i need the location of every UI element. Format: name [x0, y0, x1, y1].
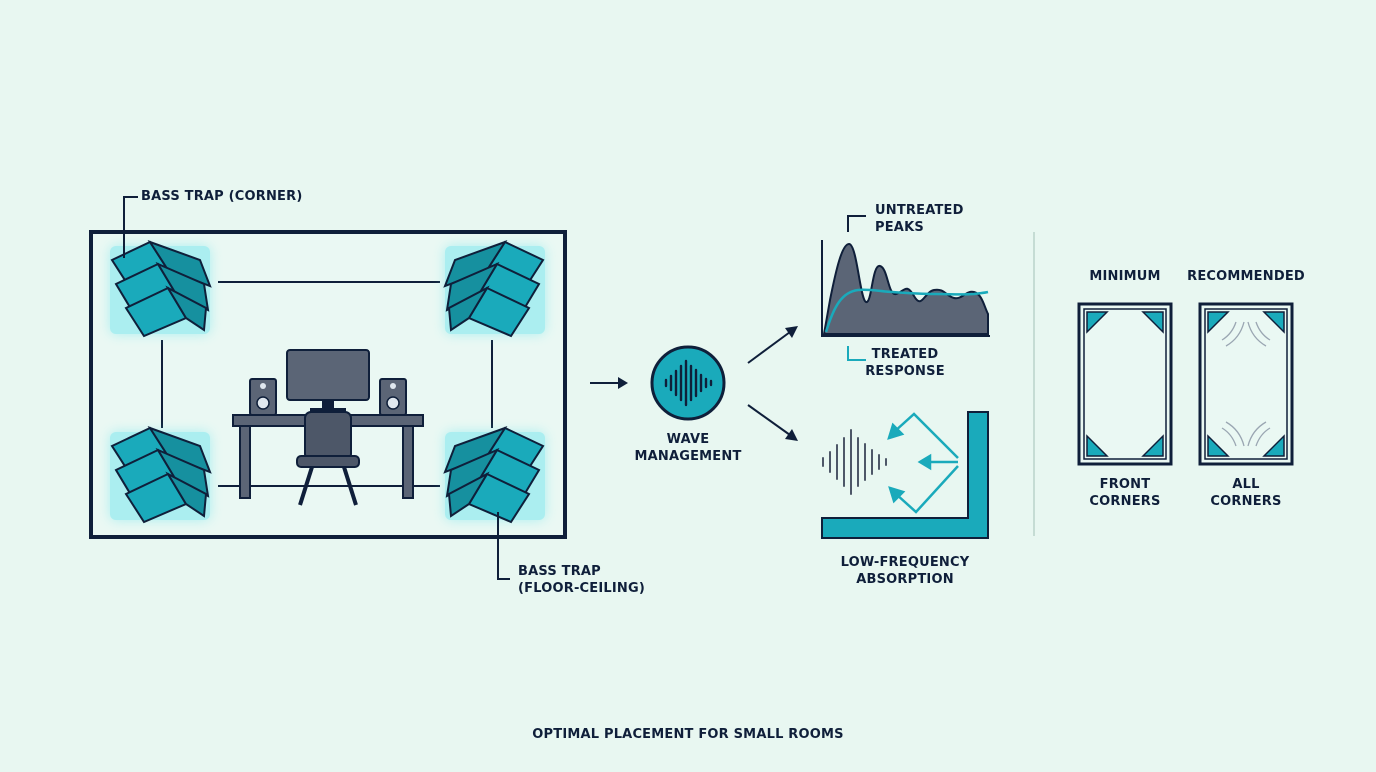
- chair-icon: [296, 411, 360, 506]
- label-bass-trap-floor: BASS TRAP (FLOOR-CEILING): [518, 563, 645, 597]
- label-all-line1: ALL: [1232, 477, 1260, 492]
- frequency-response-graph: [821, 215, 990, 361]
- label-front-line1: FRONT: [1099, 477, 1151, 492]
- label-all-line2: CORNERS: [1210, 494, 1282, 509]
- bass-trap-bottom-right-icon: [445, 428, 545, 522]
- label-low-frequency-absorption: LOW-FREQUENCY ABSORPTION: [835, 554, 975, 588]
- leader-corner: [123, 196, 138, 258]
- label-untreated-peaks: UNTREATED PEAKS: [875, 202, 964, 236]
- incoming-wave-icon: [822, 429, 887, 495]
- label-front-line2: CORNERS: [1089, 494, 1161, 509]
- untreated-curve: [822, 242, 989, 335]
- label-treated-line2: RESPONSE: [865, 364, 945, 379]
- absorber-panel: [821, 411, 989, 539]
- recommended-room-icon: [1198, 302, 1294, 466]
- bass-trap-bottom-left-icon: [110, 428, 210, 522]
- bass-trap-top-right-icon: [445, 242, 545, 336]
- label-absorption-line2: ABSORPTION: [856, 572, 954, 587]
- label-bass-trap-floor-line1: BASS TRAP: [518, 564, 601, 579]
- leader-untreated: [847, 215, 866, 232]
- minimum-room-icon: [1077, 302, 1173, 466]
- label-front-corners: FRONT CORNERS: [1075, 476, 1175, 510]
- label-minimum: MINIMUM: [1089, 269, 1161, 284]
- label-all-corners: ALL CORNERS: [1196, 476, 1296, 510]
- label-bass-trap-floor-line2: (FLOOR-CEILING): [518, 581, 646, 596]
- label-treated-line1: TREATED: [871, 347, 939, 362]
- desk-icon: [232, 349, 424, 506]
- label-bass-trap-corner: BASS TRAP (CORNER): [141, 189, 303, 204]
- label-wave-line2: MANAGEMENT: [634, 449, 742, 464]
- absorption-diagram: [821, 411, 989, 539]
- sound-wave-icon: [650, 345, 726, 421]
- label-wave-line1: WAVE: [666, 432, 710, 447]
- label-absorption-line1: LOW-FREQUENCY: [840, 555, 970, 570]
- leader-floor: [497, 512, 510, 580]
- reflection-arrows-icon: [887, 412, 959, 514]
- leader-treated: [847, 346, 866, 361]
- label-treated-response: TREATED RESPONSE: [850, 346, 960, 380]
- arrow-right-icon: [590, 377, 628, 389]
- label-untreated-line1: UNTREATED: [875, 203, 964, 218]
- graph-axes: [821, 240, 990, 337]
- arrow-down-right-icon: [747, 404, 798, 441]
- label-wave-management: WAVE MANAGEMENT: [628, 431, 748, 465]
- arrow-up-right-icon: [747, 326, 798, 364]
- footer-caption: OPTIMAL PLACEMENT FOR SMALL ROOMS: [532, 727, 844, 742]
- treated-curve: [824, 288, 989, 333]
- label-untreated-line2: PEAKS: [875, 220, 924, 235]
- label-recommended: RECOMMENDED: [1187, 269, 1305, 284]
